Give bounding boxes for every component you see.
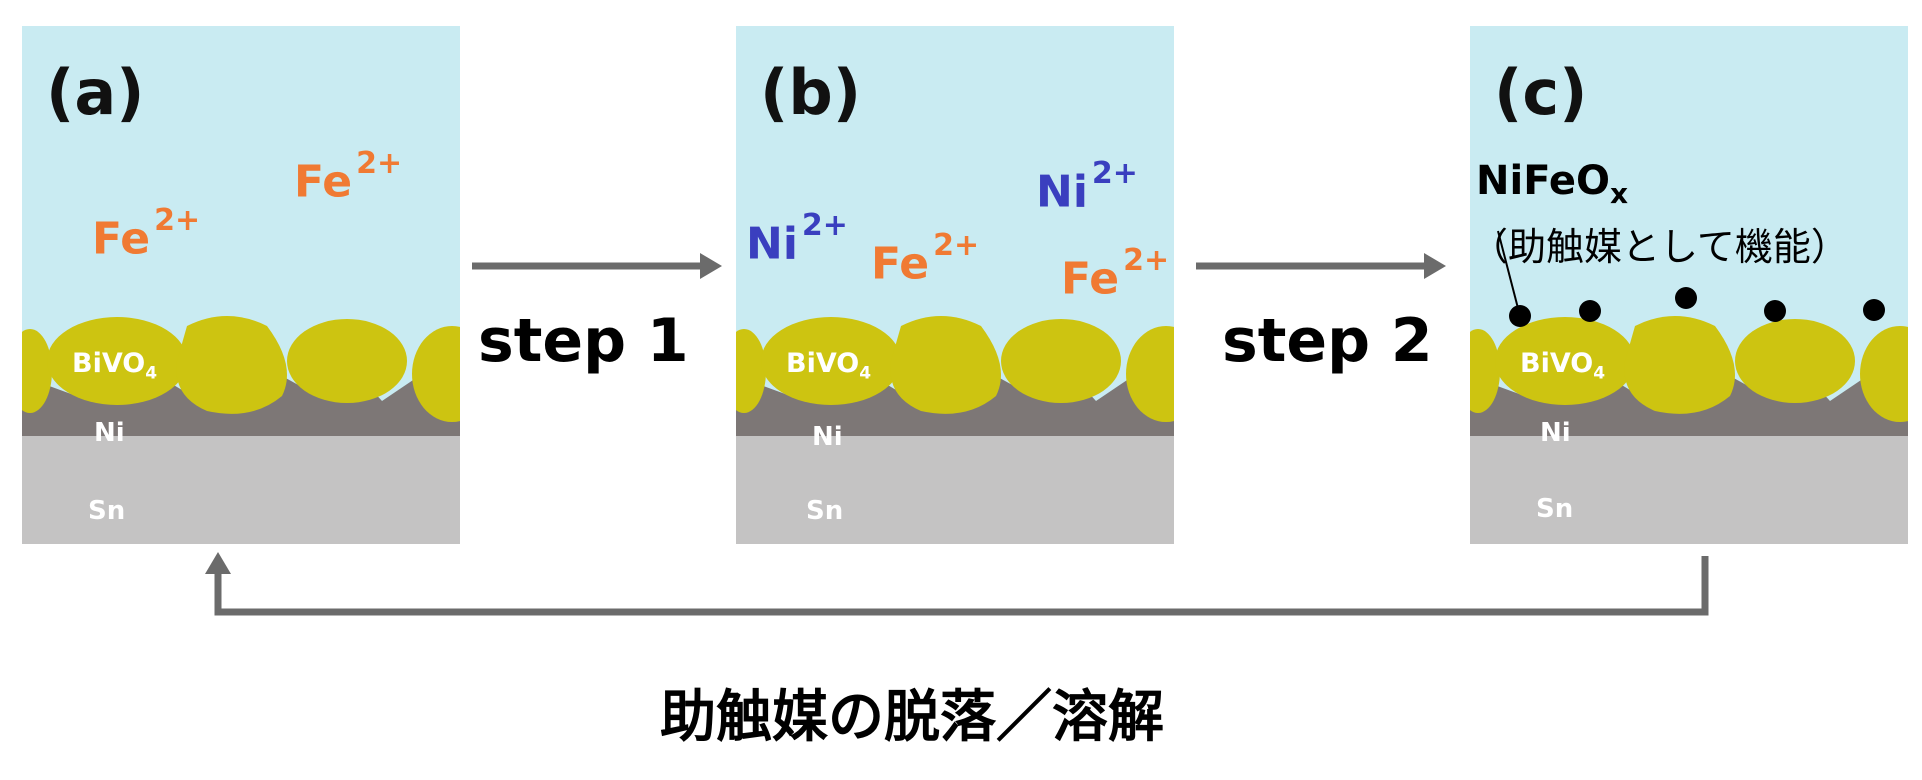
step-2-label: step 2 — [1222, 306, 1433, 376]
cocatalyst-note: （助触媒として機能） — [1470, 225, 1849, 269]
step-1-label: step 1 — [478, 306, 689, 376]
sn-layer-label: Sn — [88, 496, 126, 526]
sn-substrate — [1470, 436, 1908, 544]
nifeox-label: NiFeOx — [1476, 158, 1629, 210]
panel-c-layers — [1470, 26, 1908, 544]
sn-layer-label: Sn — [1536, 494, 1574, 524]
sn-substrate — [736, 436, 1174, 544]
bivo4-label: BiVO4 — [1520, 348, 1606, 384]
return-caption: 助触媒の脱落／溶解 — [660, 685, 1164, 750]
sn-layer-label: Sn — [806, 496, 844, 526]
panel-c: (c) BiVO4 Ni Sn NiFeOx （助触媒として機能） — [1470, 26, 1908, 544]
bivo4-label: BiVO4 — [72, 348, 158, 384]
bivo4-grain — [1001, 319, 1121, 403]
bivo4-grain — [1126, 326, 1174, 422]
bivo4-grain — [22, 329, 52, 413]
nifeox-particle — [1863, 299, 1885, 321]
panel-b-layers — [736, 26, 1174, 544]
nifeox-particle — [1675, 287, 1697, 309]
bivo4-grain — [176, 316, 287, 414]
bivo4-grain — [761, 317, 901, 405]
nifeox-particle — [1579, 300, 1601, 322]
bivo4-grain — [47, 317, 187, 405]
bivo4-grain — [1860, 326, 1908, 422]
bivo4-grain — [1624, 316, 1735, 414]
step2-arrowhead — [1424, 253, 1446, 279]
annotation-pointer — [1497, 230, 1521, 317]
bivo4-grain — [1495, 317, 1635, 405]
panel-label: (c) — [1494, 56, 1588, 129]
step1-arrowhead — [700, 253, 722, 279]
bivo4-grain — [1470, 329, 1500, 413]
return-arrowhead — [205, 552, 231, 574]
bivo4-grain — [412, 326, 460, 422]
panel-label: (a) — [46, 56, 145, 129]
bivo4-grain — [1735, 319, 1855, 403]
nifeox-particle — [1764, 300, 1786, 322]
bivo4-grain — [890, 316, 1001, 414]
panel-a-layers — [22, 26, 460, 544]
sn-substrate — [22, 436, 460, 544]
return-arrow-line — [214, 556, 1709, 616]
panel-label: (b) — [760, 56, 862, 129]
ni-layer-label: Ni — [1540, 418, 1571, 448]
bivo4-grain — [287, 319, 407, 403]
bivo4-label: BiVO4 — [786, 348, 872, 384]
bivo4-grain — [736, 329, 766, 413]
nifeox-particle — [1509, 305, 1531, 327]
ni-layer-label: Ni — [812, 422, 843, 452]
ni-layer-label: Ni — [94, 418, 125, 448]
